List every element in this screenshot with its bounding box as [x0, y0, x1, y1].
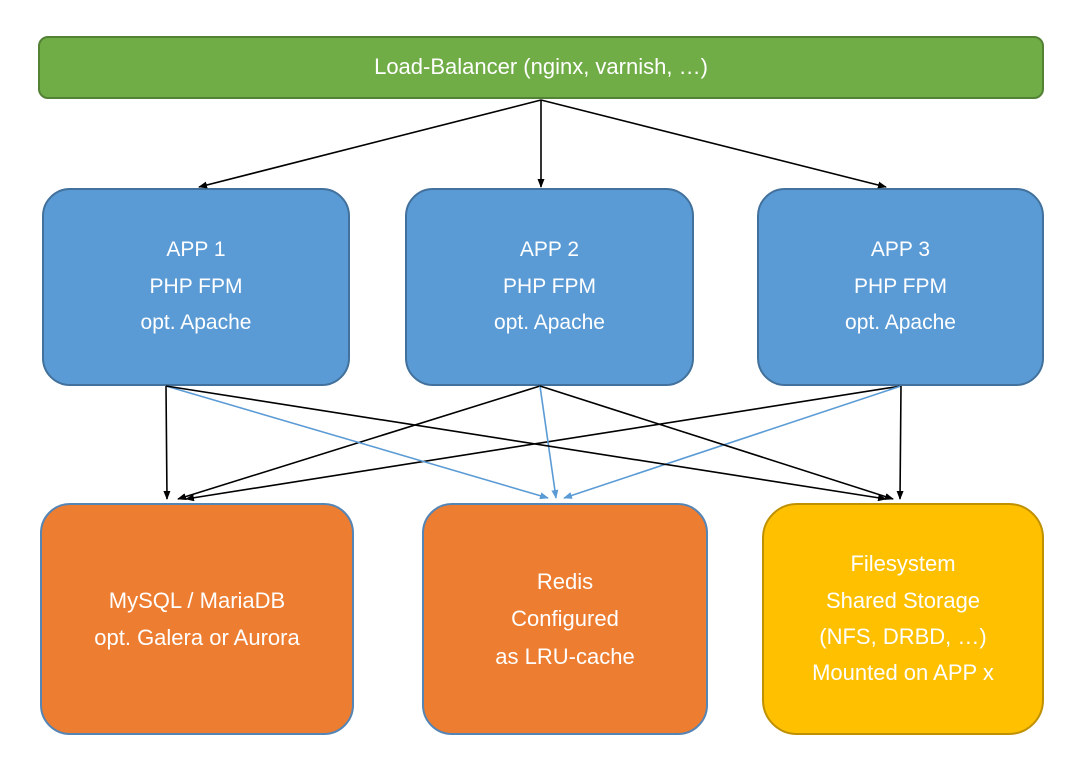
- node-label-line: APP 2: [519, 237, 580, 261]
- node-app-2: APP 2 PHP FPM opt. Apache: [405, 188, 694, 386]
- node-label-line: opt. Apache: [494, 311, 605, 335]
- node-label-line: Shared Storage: [825, 587, 981, 613]
- node-label-line: PHP FPM: [854, 274, 947, 298]
- node-label-line: PHP FPM: [149, 274, 243, 298]
- node-label-line: Redis: [536, 568, 594, 594]
- edge-app-3-to-mysql: [185, 385, 902, 502]
- node-label-line: APP 3: [870, 237, 931, 261]
- node-label-line: APP 1: [166, 237, 226, 261]
- node-app-1: APP 1 PHP FPM opt. Apache: [42, 188, 350, 386]
- node-label-line: MySQL / MariaDB: [108, 587, 286, 613]
- node-label-line: Mounted on APP x: [812, 660, 994, 686]
- edge-app-3-to-filesystem: [896, 385, 904, 500]
- edge-app-2-to-filesystem: [539, 385, 894, 500]
- node-load-balancer: Load-Balancer (nginx, varnish, …): [38, 36, 1044, 99]
- node-label-line: (NFS, DRBD, …): [819, 624, 987, 649]
- edge-app-1-to-mysql: [163, 385, 171, 500]
- node-label-line: opt. Galera or Aurora: [94, 625, 300, 650]
- edge-app-1-to-redis: [165, 385, 549, 500]
- edge-app-1-to-filesystem: [165, 385, 887, 502]
- edge-load-balancer-to-app-3: [540, 99, 887, 189]
- node-app-3: APP 3 PHP FPM opt. Apache: [757, 188, 1044, 386]
- node-label-line: opt. Apache: [845, 311, 956, 335]
- node-label-line: PHP FPM: [503, 274, 596, 298]
- node-label-line: opt. Apache: [140, 311, 252, 335]
- edge-app-2-to-redis: [539, 385, 559, 499]
- edge-app-2-to-mysql: [177, 385, 541, 500]
- node-mysql: MySQL / MariaDB opt. Galera or Aurora: [40, 503, 354, 735]
- edge-app-3-to-redis: [563, 385, 902, 499]
- node-label-line: Load-Balancer (nginx, varnish, …): [374, 54, 708, 80]
- node-label-line: Filesystem: [850, 551, 956, 577]
- node-label-line: Configured: [511, 606, 619, 632]
- edge-load-balancer-to-app-1: [198, 99, 542, 189]
- node-label-line: as LRU-cache: [495, 643, 635, 669]
